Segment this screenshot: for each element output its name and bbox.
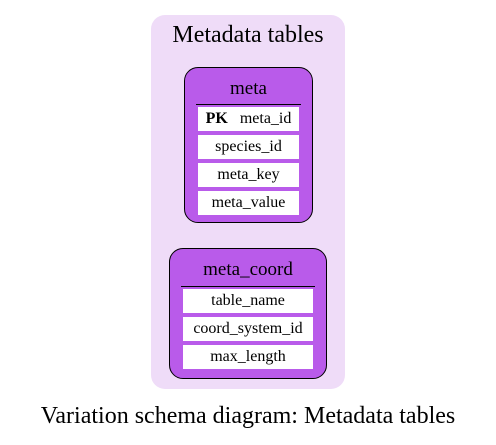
field-row: PK meta_id <box>196 105 301 133</box>
field-name: coord_system_id <box>193 320 303 337</box>
field-name: max_length <box>210 348 286 365</box>
field-row: species_id <box>196 133 301 161</box>
field-row: max_length <box>181 343 315 371</box>
field-name: table_name <box>211 292 285 309</box>
field-row: table_name <box>181 287 315 315</box>
field-row: meta_key <box>196 161 301 189</box>
field-row: meta_value <box>196 189 301 217</box>
field-list: PK meta_id species_id meta_key meta_valu… <box>196 104 301 217</box>
primary-key-label: PK <box>205 110 228 127</box>
field-name: species_id <box>215 138 282 155</box>
table-title: meta_coord <box>203 259 293 280</box>
table-node-meta-coord[interactable]: meta_coord table_name coord_system_id ma… <box>169 248 327 379</box>
field-name: meta_id <box>239 110 292 127</box>
field-name: meta_key <box>217 166 280 183</box>
cluster-title: Metadata tables <box>172 22 324 48</box>
field-name: meta_value <box>211 194 286 211</box>
table-node-meta[interactable]: meta PK meta_id species_id meta_key meta… <box>184 67 313 223</box>
field-list: table_name coord_system_id max_length <box>181 286 315 371</box>
field-row: coord_system_id <box>181 315 315 343</box>
diagram-caption: Variation schema diagram: Metadata table… <box>40 403 456 429</box>
table-title: meta <box>230 78 267 99</box>
